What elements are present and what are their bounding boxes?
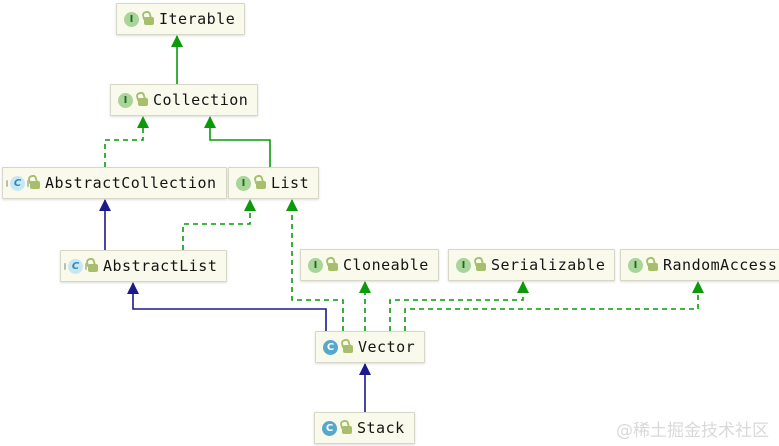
- node-label: List: [271, 174, 310, 192]
- node-iterable[interactable]: I Iterable: [116, 3, 246, 35]
- edge-vector-random_access-implements: [404, 281, 704, 331]
- lock-icon: [342, 426, 352, 434]
- edge-vector-abstract_list-extends: [127, 282, 327, 331]
- edge-list-collection-extends: [204, 116, 271, 167]
- node-abstract-list[interactable]: C AbstractList: [60, 250, 228, 282]
- lock-icon: [88, 264, 98, 272]
- abstract-class-icon: C: [64, 258, 87, 274]
- lock-icon: [256, 181, 266, 189]
- node-label: Vector: [358, 338, 416, 356]
- lock-icon: [30, 181, 40, 189]
- interface-icon: I: [124, 11, 139, 27]
- interface-icon: I: [456, 257, 471, 273]
- node-label: AbstractCollection: [45, 174, 217, 192]
- lock-icon: [138, 98, 148, 106]
- node-random-access[interactable]: I RandomAccess: [620, 249, 779, 281]
- node-label: Stack: [357, 419, 405, 437]
- watermark: @稀土掘金技术社区: [616, 421, 769, 441]
- class-icon: C: [323, 339, 338, 355]
- node-label: Cloneable: [343, 256, 429, 274]
- node-label: Iterable: [159, 10, 236, 28]
- lock-icon: [343, 345, 353, 353]
- interface-icon: I: [118, 92, 133, 108]
- node-label: Serializable: [491, 256, 606, 274]
- class-icon: C: [322, 420, 337, 436]
- node-list[interactable]: I List: [228, 167, 320, 199]
- edge-abstract_collection-collection-implements: [104, 116, 149, 167]
- interface-icon: I: [308, 257, 323, 273]
- node-serializable[interactable]: I Serializable: [448, 249, 616, 281]
- interface-icon: I: [236, 175, 251, 191]
- abstract-class-icon: C: [6, 175, 29, 191]
- node-cloneable[interactable]: I Cloneable: [300, 249, 439, 281]
- node-vector[interactable]: C Vector: [315, 331, 426, 363]
- lock-icon: [328, 263, 338, 271]
- node-label: Collection: [153, 91, 249, 109]
- edge-vector-serializable-implements: [389, 281, 529, 331]
- node-stack[interactable]: C Stack: [314, 412, 415, 444]
- node-label: RandomAccess: [663, 256, 778, 274]
- node-abstract-collection[interactable]: C AbstractCollection: [2, 167, 227, 199]
- lock-icon: [144, 17, 154, 25]
- lock-icon: [476, 263, 486, 271]
- edge-abstract_list-list-implements: [182, 199, 256, 250]
- node-label: AbstractList: [103, 257, 218, 275]
- node-collection[interactable]: I Collection: [110, 84, 259, 116]
- lock-icon: [648, 263, 658, 271]
- interface-icon: I: [628, 257, 643, 273]
